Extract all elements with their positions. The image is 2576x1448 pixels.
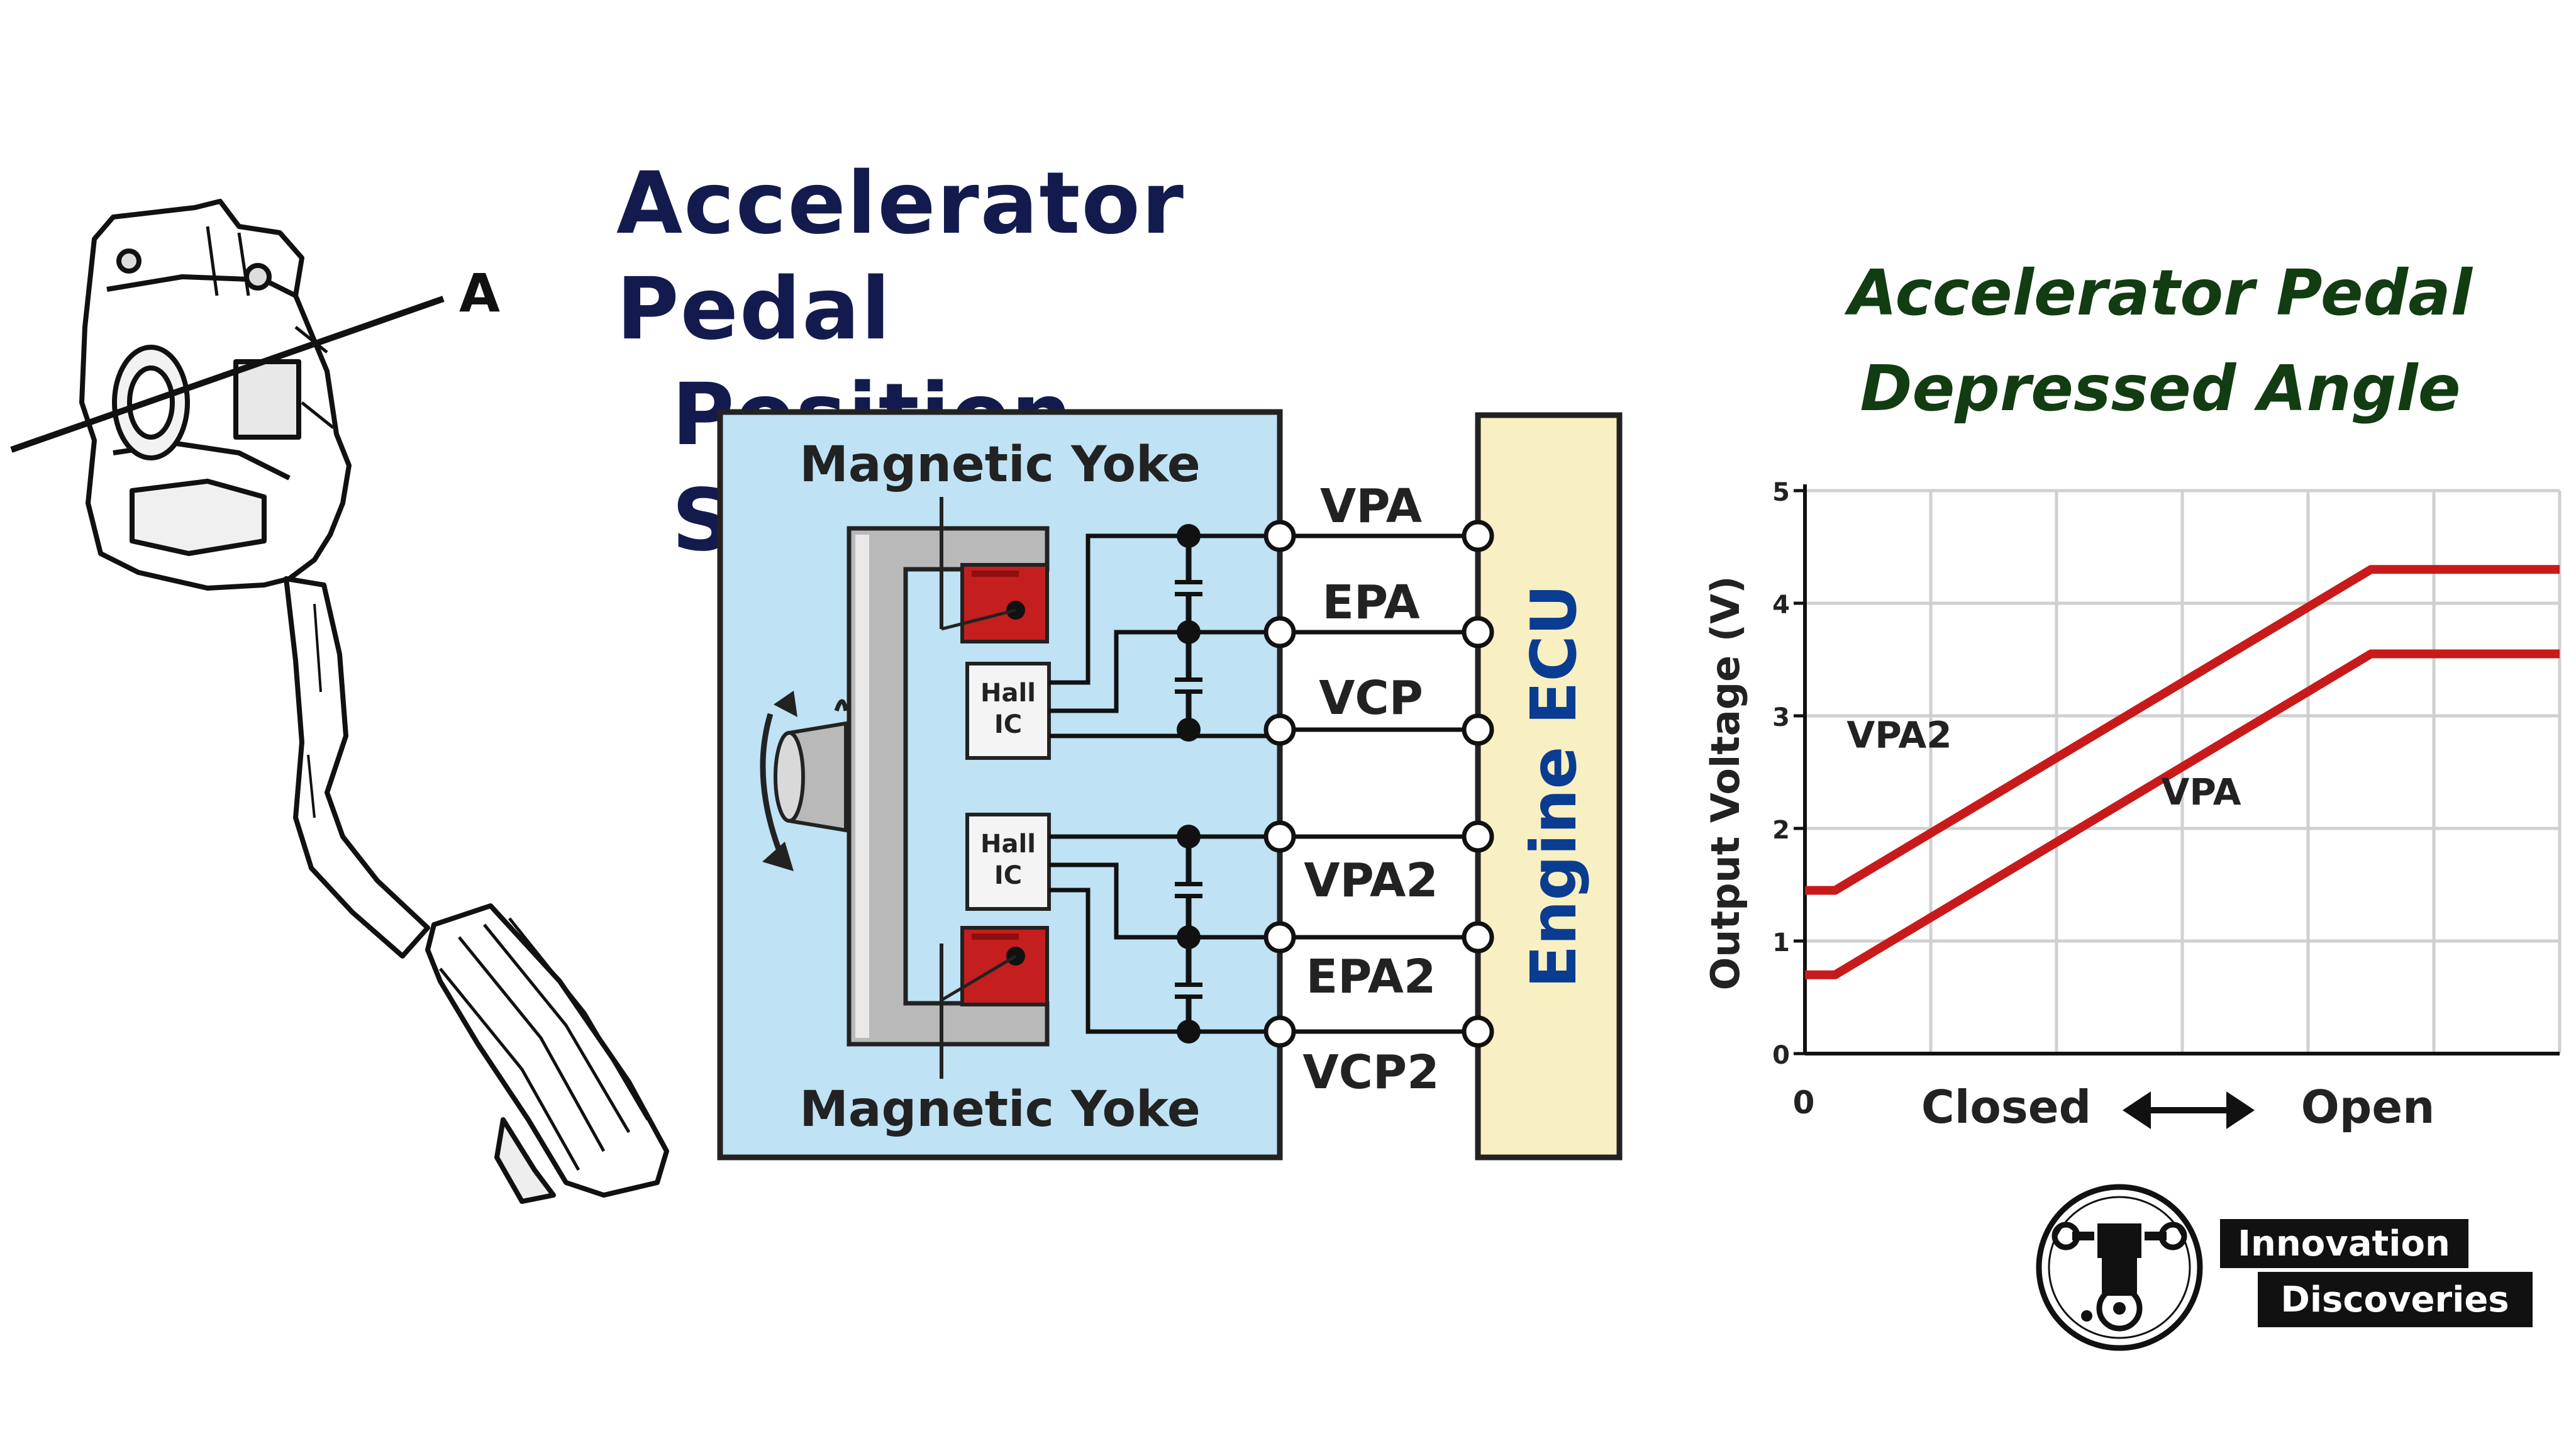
yoke-label-bottom: Magnetic Yoke — [799, 1081, 1201, 1138]
callout-a: A — [10, 262, 500, 453]
callout-a-line — [10, 296, 445, 453]
series-label-vpa: VPA — [2162, 771, 2241, 813]
circuit-diagram: Engine ECU Hall IC Hall IC — [717, 409, 1623, 1161]
pedal-sensor-housing — [79, 199, 352, 591]
y-tick-label-0: 0 — [1772, 1041, 1790, 1070]
signal-label-vcp: VCP — [1319, 671, 1423, 725]
y-tick-label-5: 5 — [1772, 478, 1790, 507]
rotation-arrow-icon — [760, 713, 783, 854]
hall-ic-bottom-line2: IC — [994, 861, 1022, 890]
brand-logo: Innovation Discoveries — [2036, 1184, 2533, 1351]
callout-a-label: A — [459, 262, 500, 324]
ecu-box — [1475, 412, 1623, 1161]
signal-label-vpa2: VPA2 — [1304, 854, 1438, 908]
hall-ic-top-line2: IC — [994, 710, 1022, 739]
title-line-1: Accelerator Pedal — [616, 154, 1185, 359]
signal-label-vpa: VPA — [1320, 479, 1422, 533]
chart-axes — [1803, 484, 2560, 1055]
yoke-highlight — [855, 535, 869, 1038]
hall-ic-bottom: Hall IC — [965, 813, 1051, 911]
gear-wrench-logo-icon — [2036, 1184, 2203, 1351]
double-arrow-icon — [2123, 1091, 2255, 1129]
logo-box-2 — [2258, 1272, 2533, 1327]
hall-ic-bottom-line1: Hall — [980, 830, 1036, 859]
signal-label-epa2: EPA2 — [1306, 950, 1436, 1004]
chart-x-origin-label: 0 — [1793, 1084, 1815, 1121]
logo-text-line-2: Discoveries — [2280, 1279, 2509, 1320]
y-tick-label-3: 3 — [1772, 703, 1790, 732]
logo-text-line-1: Innovation — [2238, 1223, 2450, 1264]
chart-x-closed-label: Closed — [1921, 1081, 2091, 1133]
y-tick-label-1: 1 — [1772, 928, 1790, 957]
series-label-vpa2: VPA2 — [1846, 714, 1951, 757]
graph-title: Accelerator Pedal Depressed Angle — [1830, 245, 2490, 437]
chart-x-open-label: Open — [2301, 1081, 2435, 1133]
y-tick-label-2: 2 — [1772, 816, 1790, 845]
signal-label-epa: EPA — [1322, 576, 1419, 630]
pedal-arm — [284, 576, 430, 959]
graph-title-line-1: Accelerator Pedal — [1848, 256, 2472, 330]
magnet-bottom — [960, 926, 1049, 1006]
hall-ic-top: Hall IC — [965, 662, 1051, 760]
terminals — [1263, 520, 1494, 1048]
magnet-top — [960, 563, 1049, 643]
logo-box-1 — [2220, 1219, 2468, 1268]
junctions — [1175, 524, 1202, 1044]
y-tick-label-4: 4 — [1772, 591, 1790, 620]
ecu-label: Engine ECU — [1517, 584, 1591, 988]
hall-ic-top-line1: Hall — [980, 679, 1036, 708]
magnetic-yoke — [847, 526, 1050, 1047]
series-line-vpa2 — [1805, 565, 2560, 895]
pedal-pad — [425, 903, 669, 1204]
chart-ylabel: Output Voltage (V) — [1702, 576, 1748, 991]
graph-title-line-2: Depressed Angle — [1860, 352, 2461, 425]
series-line-vpa — [1805, 649, 2560, 979]
chart-y-ticks: 0 1 2 3 4 5 — [1772, 478, 1805, 1070]
pedal-illustration: A — [10, 199, 669, 1204]
yoke-label-top: Magnetic Yoke — [799, 437, 1201, 493]
wiring-top-group — [1049, 533, 1478, 738]
signal-label-vcp2: VCP2 — [1302, 1045, 1439, 1100]
